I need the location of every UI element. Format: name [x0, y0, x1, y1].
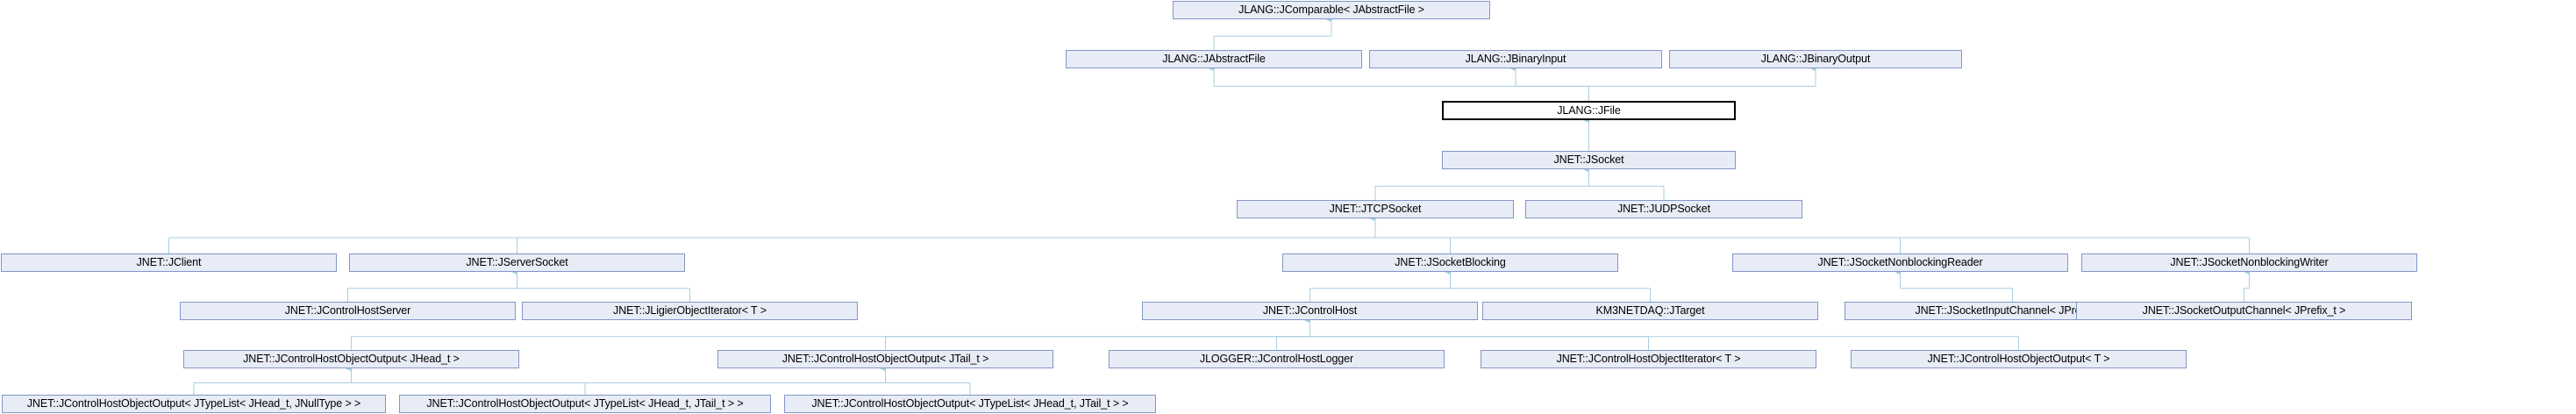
class-node-label: JNET::JControlHostObjectOutput< T >: [1927, 353, 2110, 366]
class-node-jnet-jcontrolhostobjectoutput-jtypelist-jhead-t-jnulltype[interactable]: JNET::JControlHostObjectOutput< JTypeLis…: [2, 395, 386, 413]
class-node-label: JLOGGER::JControlHostLogger: [1199, 353, 1354, 366]
class-node-label: JLANG::JFile: [1557, 104, 1621, 117]
class-node-label: JLANG::JComparable< JAbstractFile >: [1238, 4, 1424, 17]
class-node-jnet-jserversocket[interactable]: JNET::JServerSocket: [349, 253, 685, 272]
class-node-label: JLANG::JBinaryInput: [1465, 53, 1566, 66]
class-node-jnet-jcontrolhostserver[interactable]: JNET::JControlHostServer: [180, 302, 516, 320]
class-node-jnet-jcontrolhost[interactable]: JNET::JControlHost: [1142, 302, 1478, 320]
class-node-label: JNET::JServerSocket: [466, 256, 568, 269]
class-node-jlang-jabstractfile[interactable]: JLANG::JAbstractFile: [1066, 50, 1362, 68]
class-node-jnet-jcontrolhostobjectoutput-jtypelist-jhead-t-jtail-t[interactable]: JNET::JControlHostObjectOutput< JTypeLis…: [399, 395, 771, 413]
class-node-jnet-jsocketnonblockingreader[interactable]: JNET::JSocketNonblockingReader: [1732, 253, 2068, 272]
class-node-label: JNET::JControlHostObjectOutput< JTail_t …: [781, 353, 989, 366]
class-node-label: JLANG::JAbstractFile: [1162, 53, 1266, 66]
class-node-label: JNET::JControlHostObjectOutput< JTypeLis…: [811, 397, 1129, 410]
class-node-jnet-jcontrolhostobjectoutput-jtypelist-jhead-t-jtail-t[interactable]: JNET::JControlHostObjectOutput< JTypeLis…: [784, 395, 1156, 413]
class-node-jnet-jligierobjectiterator-t[interactable]: JNET::JLigierObjectIterator< T >: [522, 302, 858, 320]
class-node-label: JNET::JSocket: [1553, 153, 1624, 167]
class-node-label: JNET::JLigierObjectIterator< T >: [613, 304, 767, 318]
class-node-label: JNET::JSocketBlocking: [1395, 256, 1506, 269]
class-node-jnet-judpsocket[interactable]: JNET::JUDPSocket: [1525, 200, 1802, 218]
class-node-jnet-jsocketoutputchannel-jprefix-t[interactable]: JNET::JSocketOutputChannel< JPrefix_t >: [2076, 302, 2412, 320]
class-node-label: JNET::JClient: [136, 256, 202, 269]
class-node-label: JNET::JUDPSocket: [1616, 203, 1711, 216]
class-node-label: KM3NETDAQ::JTarget: [1595, 304, 1705, 318]
class-node-jnet-jclient[interactable]: JNET::JClient: [1, 253, 337, 272]
class-node-jlang-jbinaryoutput[interactable]: JLANG::JBinaryOutput: [1669, 50, 1962, 68]
class-node-jlang-jfile[interactable]: JLANG::JFile: [1442, 101, 1736, 120]
class-node-jnet-jcontrolhostobjectoutput-jhead-t[interactable]: JNET::JControlHostObjectOutput< JHead_t …: [183, 350, 519, 368]
class-node-jnet-jsocketnonblockingwriter[interactable]: JNET::JSocketNonblockingWriter: [2081, 253, 2417, 272]
class-node-label: JNET::JSocketInputChannel< JPrefix_t >: [1915, 304, 2110, 318]
class-node-jnet-jcontrolhostobjectiterator-t[interactable]: JNET::JControlHostObjectIterator< T >: [1481, 350, 1816, 368]
class-node-label: JNET::JControlHost: [1262, 304, 1358, 318]
class-node-label: JNET::JControlHostServer: [284, 304, 411, 318]
class-node-label: JNET::JControlHostObjectOutput< JTypeLis…: [26, 397, 361, 410]
class-node-jnet-jcontrolhostobjectoutput-t[interactable]: JNET::JControlHostObjectOutput< T >: [1851, 350, 2187, 368]
class-node-km3netdaq-jtarget[interactable]: KM3NETDAQ::JTarget: [1482, 302, 1818, 320]
class-node-jlogger-jcontrolhostlogger[interactable]: JLOGGER::JControlHostLogger: [1109, 350, 1445, 368]
class-node-jlang-jbinaryinput[interactable]: JLANG::JBinaryInput: [1369, 50, 1662, 68]
class-node-jnet-jsocket[interactable]: JNET::JSocket: [1442, 151, 1736, 169]
class-node-label: JNET::JSocketNonblockingWriter: [2170, 256, 2329, 269]
class-node-label: JNET::JControlHostObjectIterator< T >: [1556, 353, 1741, 366]
class-node-jnet-jtcpsocket[interactable]: JNET::JTCPSocket: [1237, 200, 1514, 218]
class-node-jlang-jcomparable-jabstractfile[interactable]: JLANG::JComparable< JAbstractFile >: [1173, 1, 1490, 19]
class-node-jnet-jcontrolhostobjectoutput-jtail-t[interactable]: JNET::JControlHostObjectOutput< JTail_t …: [717, 350, 1053, 368]
class-node-label: JNET::JControlHostObjectOutput< JHead_t …: [243, 353, 460, 366]
class-node-label: JNET::JTCPSocket: [1329, 203, 1422, 216]
class-node-label: JLANG::JBinaryOutput: [1760, 53, 1871, 66]
class-node-jnet-jsocketblocking[interactable]: JNET::JSocketBlocking: [1282, 253, 1618, 272]
class-node-label: JNET::JSocketOutputChannel< JPrefix_t >: [2142, 304, 2346, 318]
class-node-label: JNET::JSocketNonblockingReader: [1817, 256, 1983, 269]
class-node-label: JNET::JControlHostObjectOutput< JTypeLis…: [426, 397, 744, 410]
